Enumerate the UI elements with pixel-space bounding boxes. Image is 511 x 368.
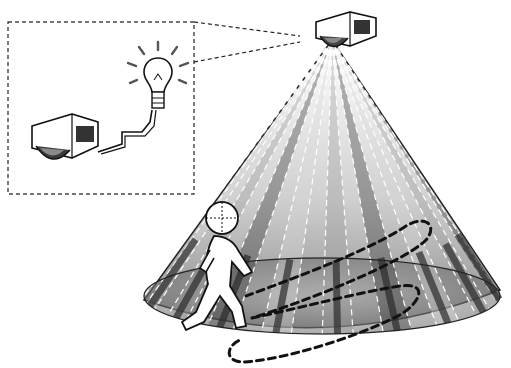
cone-base-band [415,250,452,325]
inset-sensor-grille [76,126,94,142]
cone-ray [143,39,333,297]
cone-ray [331,39,459,321]
inset-connector-top [193,21,301,37]
cone-ray [154,39,333,310]
cone-base-band [454,232,503,302]
sensor-lens-highlight [324,38,342,43]
cone-segment [332,40,459,326]
detection-cone [142,38,503,335]
lightbulb [126,40,190,109]
cone-ray [232,39,333,330]
motion-path-lower [227,284,421,364]
ceiling-sensor [315,11,377,48]
cone-ray [331,39,354,334]
cone-ray [207,39,333,326]
cone-ray [331,39,438,326]
wire-second [100,109,157,155]
inset-panel [7,21,301,195]
person-arm [198,249,215,274]
cone-ray [260,39,333,332]
cone-ray [331,39,477,316]
cone-ray [321,39,333,335]
cone-ray [167,39,333,316]
bulb-base [151,91,165,109]
bulb-glass [143,57,173,93]
cone-ray [331,39,498,303]
sensor-grille [354,20,370,34]
motion-path [227,219,433,364]
cone-ray [331,39,490,310]
motion-path-upper [244,219,433,320]
walking-person [180,201,254,332]
cone-base-outline [143,257,501,335]
inset-border [7,21,195,195]
wire [97,109,153,153]
inset-sensor-lens-highlight [40,148,64,156]
cone-base-band [442,242,487,314]
cone-base-band [272,258,294,334]
cone-base-band [147,237,199,308]
cone-base-band [332,260,342,334]
inset-sensor [31,113,99,160]
bulb-filament [153,73,163,81]
inset-connector-bottom [193,41,301,63]
cone-ray [146,39,333,304]
bulb-rays [126,40,190,85]
